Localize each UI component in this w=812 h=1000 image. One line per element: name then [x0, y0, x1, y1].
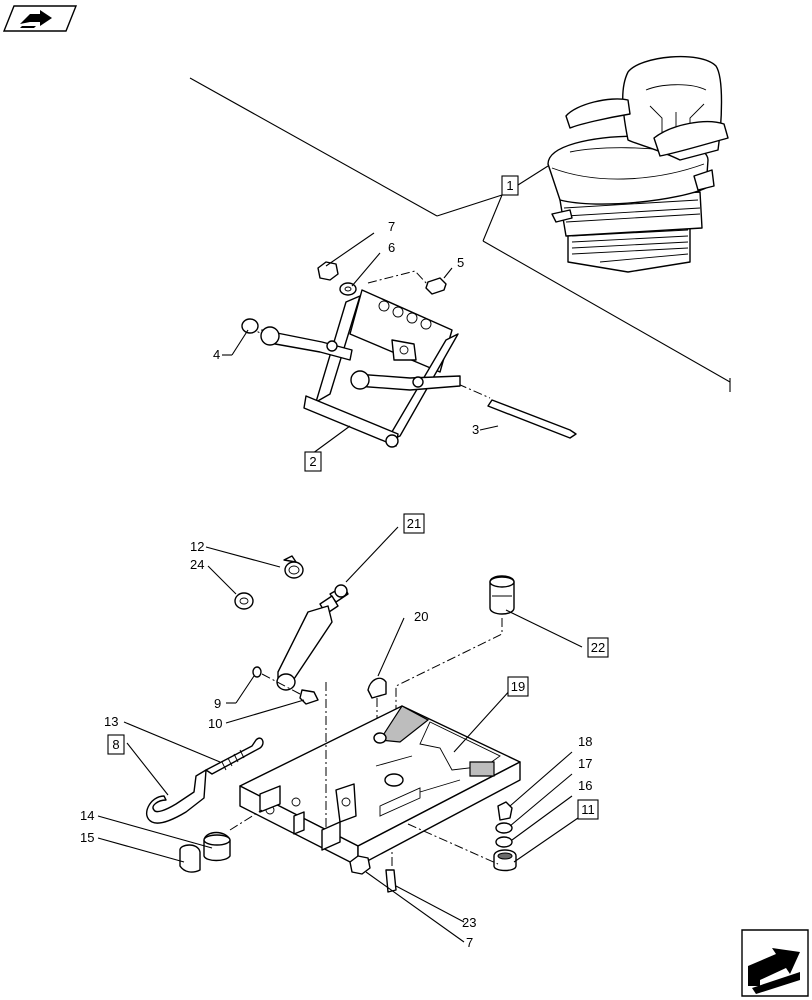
callout-11: 11	[577, 799, 599, 820]
callout-1: 1	[501, 175, 519, 196]
ring	[252, 666, 262, 678]
svg-text:21: 21	[407, 516, 421, 531]
base-frame	[239, 705, 521, 867]
hose-clamp	[283, 555, 304, 579]
callout-12: 12	[190, 539, 204, 554]
svg-text:22: 22	[591, 640, 605, 655]
alignment-line	[261, 673, 301, 695]
callout-8: 8	[107, 734, 125, 755]
book-arrow-icon[interactable]	[2, 5, 78, 32]
screw	[299, 689, 319, 705]
rubber-bush	[489, 575, 515, 615]
release-cable	[146, 769, 207, 824]
callout-14: 14	[80, 808, 94, 823]
shock-absorber	[276, 584, 349, 691]
callout-9: 9	[214, 696, 221, 711]
callout-16: 16	[578, 778, 592, 793]
scissor-frame	[241, 261, 577, 448]
svg-text:8: 8	[112, 737, 119, 752]
bush	[234, 592, 254, 610]
rubber-buffer	[367, 677, 387, 699]
alignment-line	[229, 809, 263, 831]
callout-17: 17	[578, 756, 592, 771]
alignment-line	[395, 618, 503, 780]
seat-group-outline	[189, 77, 731, 392]
svg-text:19: 19	[511, 679, 525, 694]
next-page-arrow-icon[interactable]	[741, 929, 809, 997]
svg-text:11: 11	[581, 802, 595, 817]
callout-13: 13	[104, 714, 118, 729]
svg-text:1: 1	[506, 178, 513, 193]
nut	[349, 855, 371, 875]
screw	[385, 869, 397, 893]
leader-lines	[97, 232, 583, 943]
callout-19: 19	[507, 676, 529, 697]
callout-2: 2	[304, 451, 322, 472]
svg-text:2: 2	[309, 454, 316, 469]
callout-22: 22	[587, 637, 609, 658]
callout-24: 24	[190, 557, 204, 572]
callout-5: 5	[457, 255, 464, 270]
callout-10: 10	[208, 716, 222, 731]
seat-assembly	[547, 55, 729, 273]
callout-7-top: 7	[388, 219, 395, 234]
callout-3: 3	[472, 422, 479, 437]
callout-18: 18	[578, 734, 592, 749]
damper-stack	[493, 801, 517, 872]
callout-20: 20	[414, 609, 428, 624]
callout-4: 4	[213, 347, 220, 362]
callout-15: 15	[80, 830, 94, 845]
tension-spring	[205, 737, 264, 775]
knob	[203, 831, 231, 862]
callout-23: 23	[462, 915, 476, 930]
knob-cap	[179, 844, 201, 873]
callout-7-bottom: 7	[466, 935, 473, 950]
callout-21: 21	[403, 513, 425, 534]
callout-6: 6	[388, 240, 395, 255]
